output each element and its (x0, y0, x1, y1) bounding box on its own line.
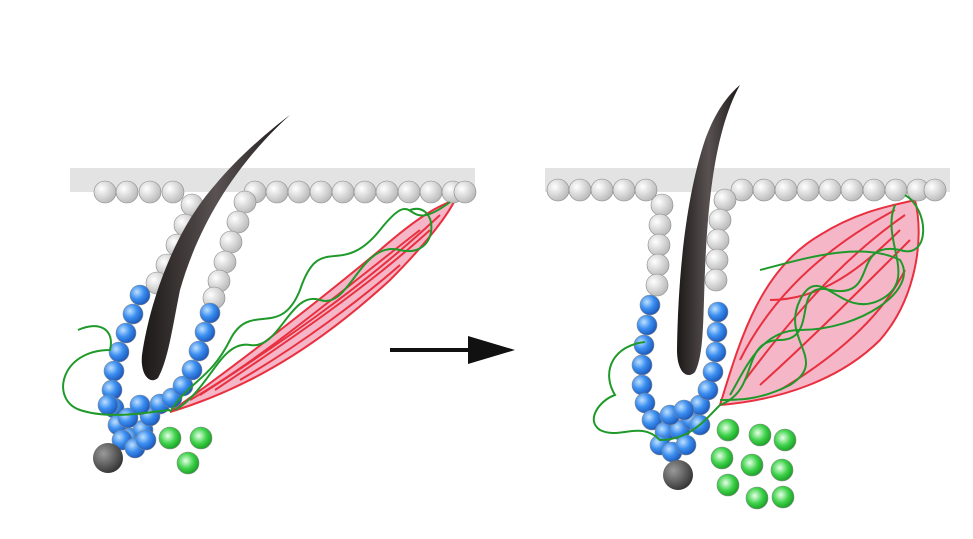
nerve-fiber (174, 207, 433, 411)
green-cell (176, 451, 200, 475)
gray-cell (648, 213, 672, 237)
gray-cell (375, 180, 399, 204)
nerve-fiber (62, 325, 171, 416)
gray-cell (612, 178, 636, 202)
gray-cell (706, 228, 730, 252)
green-cell (745, 486, 769, 510)
muscle-fiber (744, 214, 906, 381)
dermal-papilla (663, 460, 693, 490)
gray-cell (645, 273, 669, 297)
green-cell (748, 423, 772, 447)
transition-arrow (390, 336, 515, 364)
gray-cell (705, 248, 729, 272)
hair-shaft (141, 115, 290, 381)
gray-cell (287, 180, 311, 204)
blue-stem-cell (697, 379, 719, 401)
muscle-fiber (239, 264, 401, 381)
gray-cell (546, 178, 570, 202)
gray-cell (568, 178, 592, 202)
gray-cell (397, 180, 421, 204)
blue-stem-cell (639, 294, 661, 316)
blue-stem-cell (129, 394, 151, 416)
gray-cell (647, 233, 671, 257)
green-cell (770, 458, 794, 482)
gray-cell (226, 210, 250, 234)
gray-cell (233, 190, 257, 214)
gray-cell (923, 178, 947, 202)
gray-cell (634, 178, 658, 202)
green-cell (189, 426, 213, 450)
green-cell (716, 418, 740, 442)
gray-cell (752, 178, 776, 202)
gray-cell (309, 180, 333, 204)
gray-cell (713, 188, 737, 212)
blue-stem-cell (188, 340, 210, 362)
gray-cell (840, 178, 864, 202)
nerve-fiber (729, 250, 905, 396)
gray-cell (796, 178, 820, 202)
gray-cell (331, 180, 355, 204)
dermal-papilla (93, 443, 123, 473)
gray-cell (265, 180, 289, 204)
blue-stem-cell (199, 302, 221, 324)
gray-cell (862, 178, 886, 202)
nerve-fiber (169, 201, 451, 413)
blue-stem-cell (633, 334, 655, 356)
gray-cell (884, 178, 908, 202)
nerve-fiber (719, 204, 900, 401)
blue-stem-cell (631, 354, 653, 376)
gray-cell (708, 208, 732, 232)
gray-cell (419, 180, 443, 204)
green-cell (158, 426, 182, 450)
green-cell (740, 453, 764, 477)
blue-stem-cell (631, 374, 653, 396)
green-cell (771, 485, 795, 509)
gray-cell (704, 268, 728, 292)
blue-stem-cell (97, 394, 119, 416)
green-cell (710, 446, 734, 470)
gray-cell (774, 178, 798, 202)
gray-cell (818, 178, 842, 202)
gray-cell (646, 253, 670, 277)
blue-stem-cell (181, 359, 203, 381)
gray-cell (453, 180, 477, 204)
gray-cell (138, 180, 162, 204)
blue-stem-cell (675, 434, 697, 456)
blue-stem-cell (194, 321, 216, 343)
gray-cell (590, 178, 614, 202)
blue-stem-cell (108, 341, 130, 363)
blue-stem-cell (673, 399, 695, 421)
nerve-fiber (592, 341, 721, 442)
blue-stem-cell (122, 303, 144, 325)
blue-stem-cell (702, 361, 724, 383)
muscle-fiber (189, 229, 421, 401)
blue-stem-cell (115, 322, 137, 344)
blue-stem-cell (706, 321, 728, 343)
muscle-fiber (739, 209, 896, 361)
blue-stem-cell (705, 341, 727, 363)
gray-cell (650, 193, 674, 217)
green-cell (773, 428, 797, 452)
panel-after (545, 85, 950, 510)
gray-cell (219, 230, 243, 254)
gray-cell (161, 180, 185, 204)
blue-stem-cell (129, 284, 151, 306)
blue-stem-cell (135, 429, 157, 451)
muscle-fiber (759, 239, 911, 386)
green-cell (716, 473, 740, 497)
blue-stem-cell (636, 314, 658, 336)
blue-stem-cell (103, 360, 125, 382)
muscle-fiber (769, 229, 901, 301)
gray-cell (115, 180, 139, 204)
blue-stem-cell (117, 407, 139, 429)
blue-stem-cell (707, 301, 729, 323)
hair-shaft (677, 85, 740, 376)
panel-before (62, 115, 477, 475)
gray-cell (213, 250, 237, 274)
gray-cell (93, 180, 117, 204)
gray-cell (353, 180, 377, 204)
